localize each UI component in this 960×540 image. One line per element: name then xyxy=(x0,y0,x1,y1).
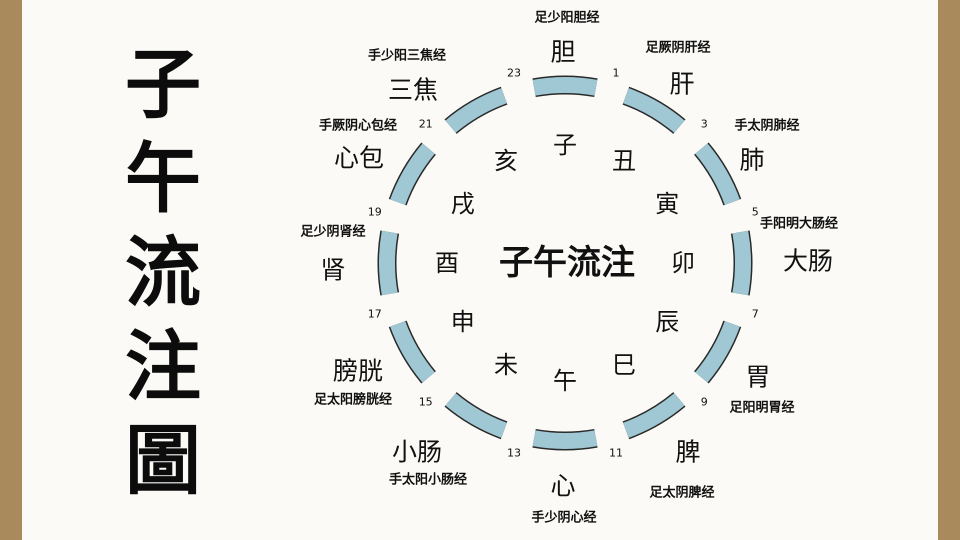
hour-label: 13 xyxy=(507,446,521,460)
meridian-segment xyxy=(390,143,435,205)
organ-label: 心 xyxy=(550,471,576,501)
vertical-title: 子 午 流 注 圖 xyxy=(118,38,208,508)
title-char: 流 xyxy=(125,228,201,317)
hour-label: 7 xyxy=(751,307,759,321)
hour-label: 11 xyxy=(608,446,623,460)
organ-label: 三焦 xyxy=(387,75,439,105)
meridian-segment xyxy=(532,430,598,449)
meridian-segment xyxy=(623,393,685,438)
branch-label: 戌 xyxy=(450,190,475,218)
meridian-label: 手厥阴心包经 xyxy=(318,118,398,134)
branch-label: 申 xyxy=(450,308,475,336)
hour-label: 23 xyxy=(507,66,521,80)
meridian-label: 手太阴肺经 xyxy=(734,118,800,134)
organ-label: 心包 xyxy=(333,143,385,173)
branch-label: 子 xyxy=(553,131,577,159)
organ-label: 小肠 xyxy=(391,437,443,467)
branch-label: 丑 xyxy=(612,146,636,175)
meridian-label: 足厥阴肝经 xyxy=(645,40,711,56)
organ-label: 膀胱 xyxy=(332,356,384,386)
meridian-segment xyxy=(732,230,751,296)
hour-label: 9 xyxy=(700,395,708,409)
title-char: 圖 xyxy=(125,416,201,505)
meridian-label: 手少阴心经 xyxy=(531,510,597,526)
hour-label: 15 xyxy=(418,395,433,409)
branch-label: 卯 xyxy=(671,249,695,277)
organ-label: 脾 xyxy=(675,437,701,467)
center-title: 子午流注 xyxy=(499,243,635,283)
hour-label: 1 xyxy=(612,66,620,80)
meridian-segment xyxy=(695,321,740,383)
branch-label: 酉 xyxy=(435,249,459,277)
meridian-segment xyxy=(623,88,685,133)
branch-label: 午 xyxy=(553,367,577,395)
hour-label: 19 xyxy=(367,205,382,219)
meridian-segment xyxy=(445,88,507,133)
meridian-label: 足太阳膀胱经 xyxy=(313,392,393,408)
organ-label: 肾 xyxy=(320,255,346,285)
hour-label: 5 xyxy=(751,205,759,219)
paper-background xyxy=(22,0,938,540)
hour-label: 21 xyxy=(418,117,433,131)
title-char: 注 xyxy=(125,322,201,411)
meridian-segment xyxy=(445,393,507,438)
title-char: 子 xyxy=(125,40,201,129)
meridian-segment xyxy=(379,230,398,296)
organ-label: 大肠 xyxy=(782,246,834,276)
meridian-label: 足少阳胆经 xyxy=(534,10,600,26)
organ-label: 胃 xyxy=(745,362,771,392)
branch-label: 亥 xyxy=(494,146,518,175)
meridian-label: 足阳明胃经 xyxy=(729,400,795,416)
meridian-label: 足太阴脾经 xyxy=(649,485,715,501)
branch-label: 寅 xyxy=(655,190,680,218)
hour-label: 17 xyxy=(367,307,382,321)
branch-label: 未 xyxy=(494,351,518,380)
title-char: 午 xyxy=(125,134,201,223)
hour-label: 3 xyxy=(700,117,708,131)
organ-label: 肺 xyxy=(739,145,765,175)
meridian-segment xyxy=(390,321,435,383)
branch-label: 辰 xyxy=(655,308,680,336)
meridian-label: 手太阳小肠经 xyxy=(388,472,468,488)
meridian-label: 足少阴肾经 xyxy=(300,224,366,240)
organ-label: 胆 xyxy=(550,37,576,67)
meridian-segment xyxy=(532,77,598,96)
meridian-label: 手少阳三焦经 xyxy=(367,48,447,64)
branch-label: 巳 xyxy=(612,351,636,380)
meridian-label: 手阳明大肠经 xyxy=(759,216,839,232)
meridian-segment xyxy=(695,143,740,205)
organ-label: 肝 xyxy=(669,69,695,99)
